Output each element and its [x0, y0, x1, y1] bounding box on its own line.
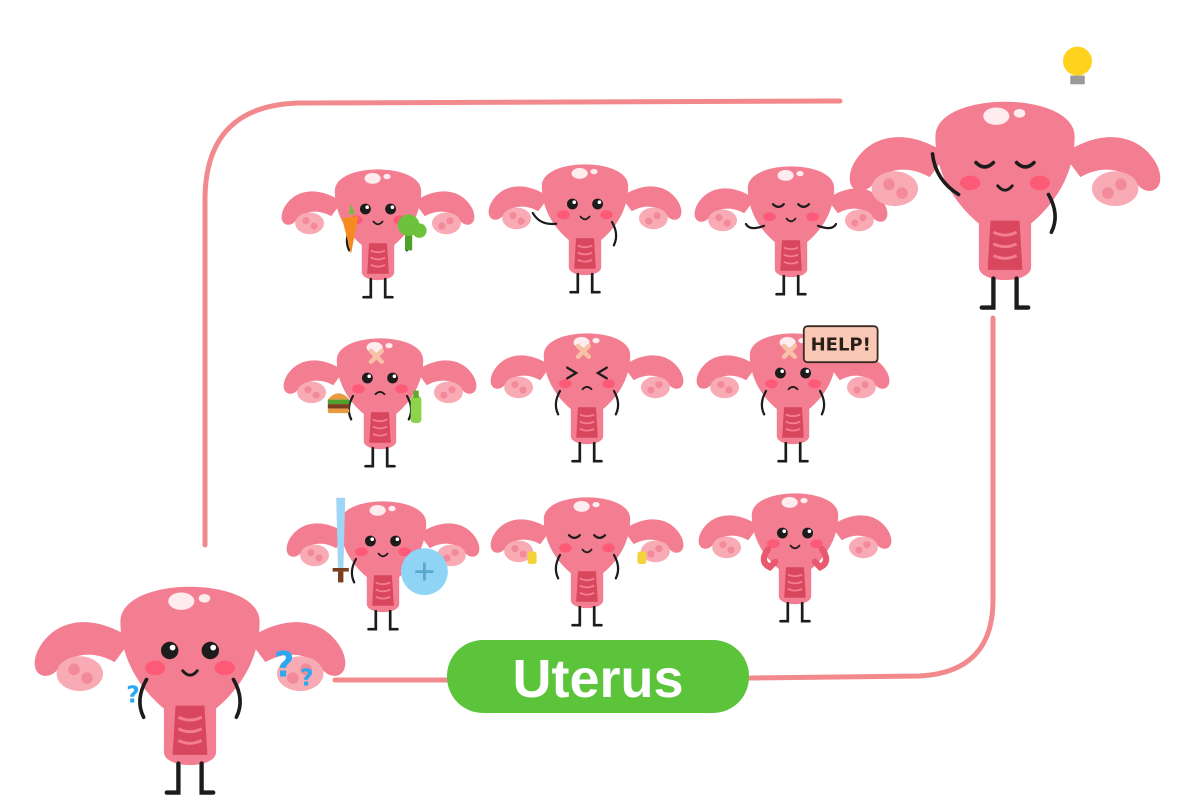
shield-icon: [401, 548, 448, 595]
title-text: Uterus: [512, 649, 683, 709]
characters: HELP!???: [34, 46, 1161, 795]
uterus-holding-help-sign: HELP!: [696, 325, 890, 463]
carrot-icon: [342, 203, 359, 254]
lightbulb-icon: [1063, 46, 1092, 85]
dumbbell-icon: [527, 551, 647, 564]
uterus-in-pain: [490, 333, 684, 463]
help-sign-text: HELP!: [811, 335, 871, 356]
question-mark-text: ?: [300, 664, 313, 691]
title-pill: Uterus: [447, 640, 749, 713]
frame-line: [202, 98, 996, 683]
burger-icon: [327, 393, 350, 414]
sword-icon: [332, 497, 349, 583]
uterus-with-vegetables: [281, 169, 475, 299]
uterus-strong: [698, 493, 892, 623]
uterus-confused: ???: [34, 586, 346, 795]
bottle-icon: [410, 390, 422, 423]
uterus-waving: [488, 164, 682, 294]
question-mark-text: ?: [274, 646, 294, 686]
uterus-warrior: [286, 497, 480, 631]
uterus-with-junk-food: [283, 338, 477, 468]
uterus-idea: [849, 46, 1161, 310]
help-sign-icon: HELP!: [802, 325, 879, 364]
uterus-with-dumbbells: [490, 497, 684, 627]
question-mark-text: ?: [126, 682, 139, 709]
broccoli-icon: [397, 214, 427, 251]
question-mark-icon: ???: [126, 646, 313, 709]
uterus-meditating: [694, 166, 888, 296]
